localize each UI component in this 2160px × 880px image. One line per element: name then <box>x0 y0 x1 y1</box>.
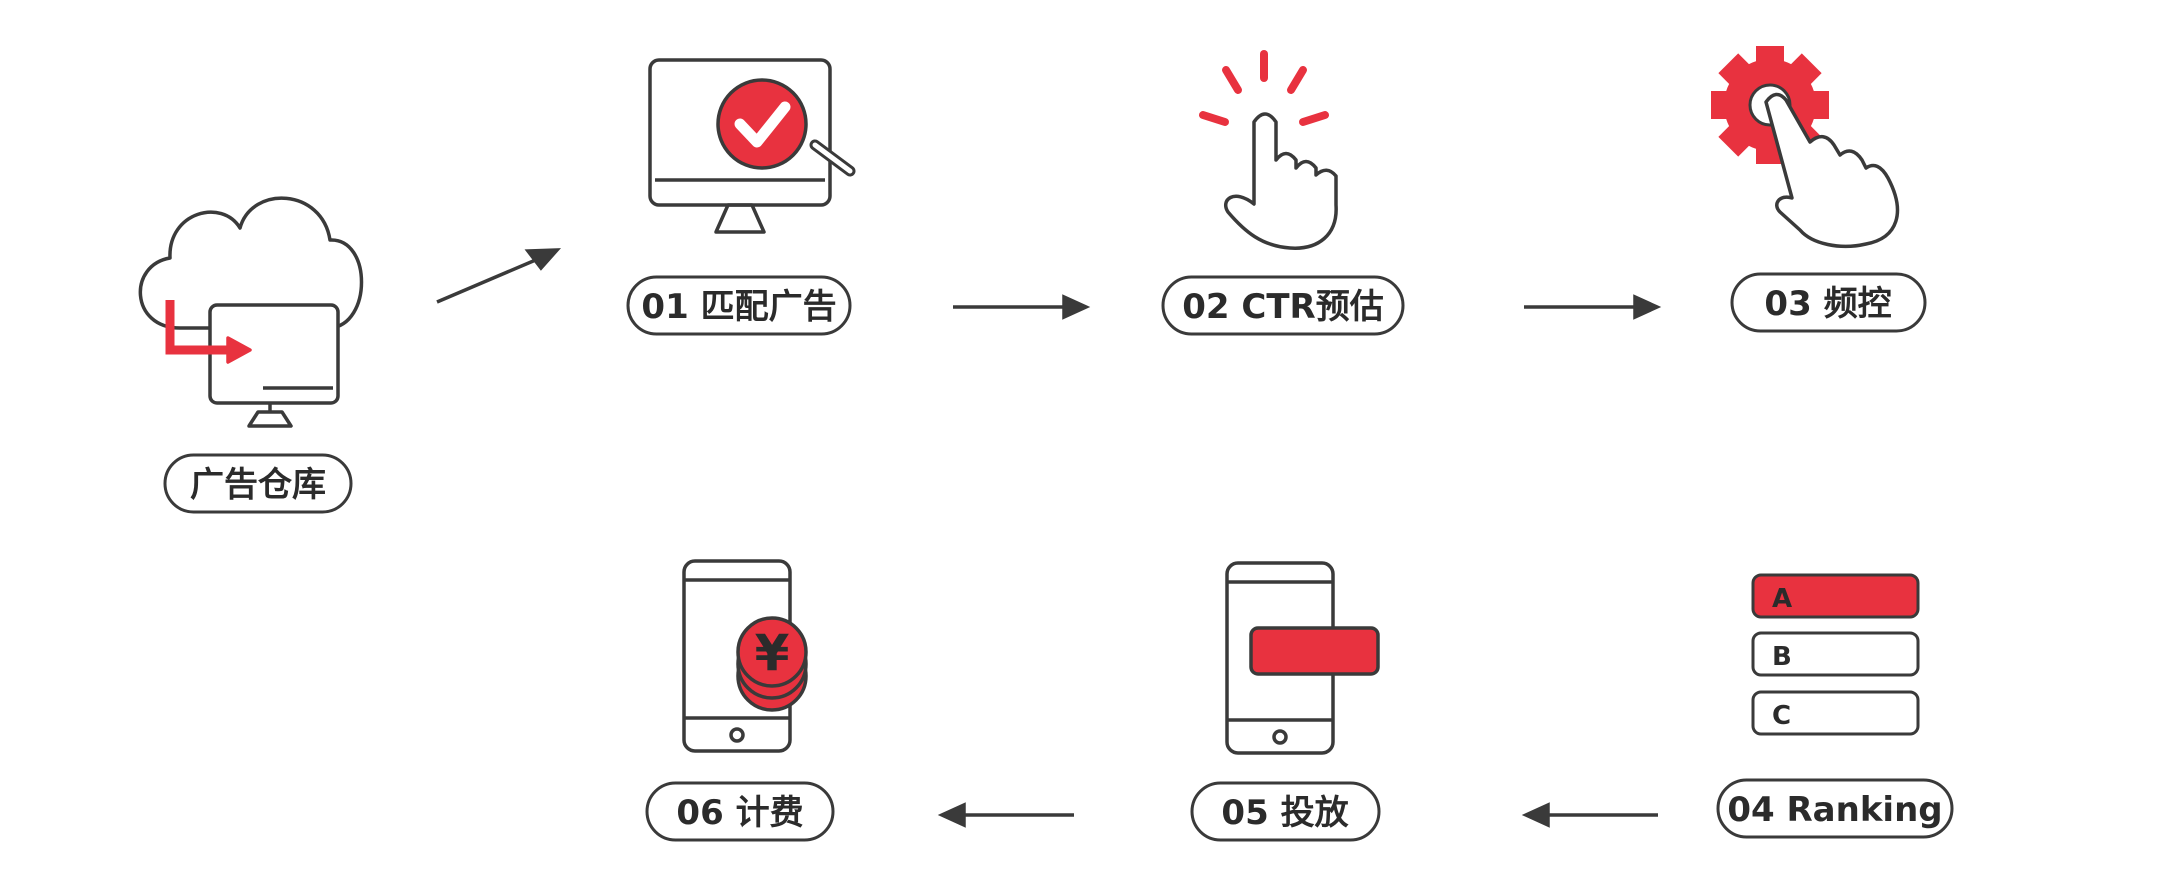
match-label-pill: 01 匹配广告 <box>626 275 852 336</box>
freq-label: 03 频控 <box>1764 284 1891 324</box>
arrow-warehouse-to-match <box>436 248 562 304</box>
ranking-label: 04 Ranking <box>1727 790 1942 830</box>
freq-label-pill: 03 频控 <box>1730 272 1927 333</box>
arrow-ctr-to-freq <box>1524 294 1662 320</box>
phone-banner-icon <box>1225 561 1380 755</box>
ranked-list-icon <box>1751 573 1920 736</box>
billing-label-pill: 06 计费 <box>645 781 835 842</box>
warehouse-label-pill: 广告仓库 <box>163 453 353 514</box>
ranking-item-b: B <box>1772 642 1792 672</box>
billing-label: 06 计费 <box>676 793 803 833</box>
tap-hand-icon <box>1199 50 1338 250</box>
monitor-check-magnifier-icon <box>648 58 856 234</box>
phone-yen-coin-icon <box>682 559 808 753</box>
warehouse-label: 广告仓库 <box>190 465 326 505</box>
ranking-item-c: C <box>1772 701 1791 731</box>
ranking-item-a: A <box>1772 584 1792 614</box>
arrow-match-to-ctr <box>953 294 1091 320</box>
cloud-monitor-icon <box>138 196 364 428</box>
yen-symbol: ¥ <box>755 624 790 682</box>
ctr-label: 02 CTR预估 <box>1182 287 1383 327</box>
ctr-label-pill: 02 CTR预估 <box>1161 275 1405 336</box>
match-label: 01 匹配广告 <box>641 287 836 327</box>
gear-hand-icon <box>1711 46 1899 249</box>
deliver-label-pill: 05 投放 <box>1190 781 1381 842</box>
arrow-ranking-to-deliver <box>1521 802 1658 828</box>
deliver-label: 05 投放 <box>1221 793 1348 833</box>
ranking-label-pill: 04 Ranking <box>1716 778 1954 839</box>
arrow-deliver-to-billing <box>937 802 1074 828</box>
